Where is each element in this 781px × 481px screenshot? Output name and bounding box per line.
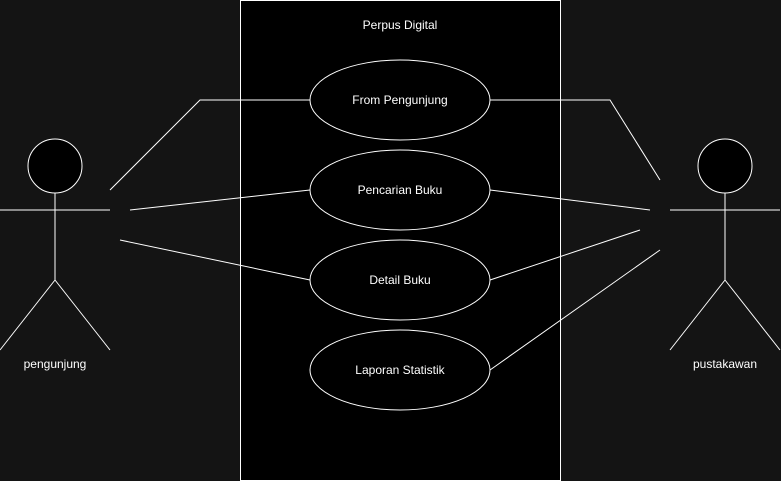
use-case-detail-buku[interactable]: Detail Buku: [309, 239, 491, 321]
use-case-label: From Pengunjung: [352, 93, 447, 107]
association-librarian-laporan-statistik: [489, 249, 661, 371]
association-librarian-from-pengunjung: [490, 99, 661, 181]
actor-name: pustakawan: [693, 357, 757, 371]
association-visitor-pencarian-buku: [129, 189, 311, 211]
use-case-pencarian-buku[interactable]: Pencarian Buku: [309, 149, 491, 231]
association-visitor-from-pengunjung: [109, 99, 310, 191]
actor-head-icon: [27, 138, 83, 194]
use-case-label: Pencarian Buku: [358, 183, 443, 197]
actor-head-icon: [697, 138, 753, 194]
use-case-from-pengunjung[interactable]: From Pengunjung: [309, 59, 491, 141]
association-librarian-pencarian-buku: [489, 189, 651, 211]
actor-visitor[interactable]: pengunjung: [0, 138, 111, 371]
use-case-label: Detail Buku: [369, 273, 430, 287]
use-case-laporan-statistik[interactable]: Laporan Statistik: [309, 329, 491, 411]
actor-right-leg: [724, 279, 781, 351]
use-case-label: Laporan Statistik: [355, 363, 445, 377]
association-visitor-detail-buku: [119, 239, 311, 281]
system-title: Perpus Digital: [363, 18, 438, 32]
actor-right-leg: [54, 279, 111, 351]
association-librarian-detail-buku: [489, 229, 641, 281]
actor-left-leg: [669, 279, 726, 351]
actor-name: pengunjung: [24, 357, 87, 371]
actor-left-leg: [0, 279, 56, 351]
actor-librarian[interactable]: pustakawan: [669, 138, 781, 371]
